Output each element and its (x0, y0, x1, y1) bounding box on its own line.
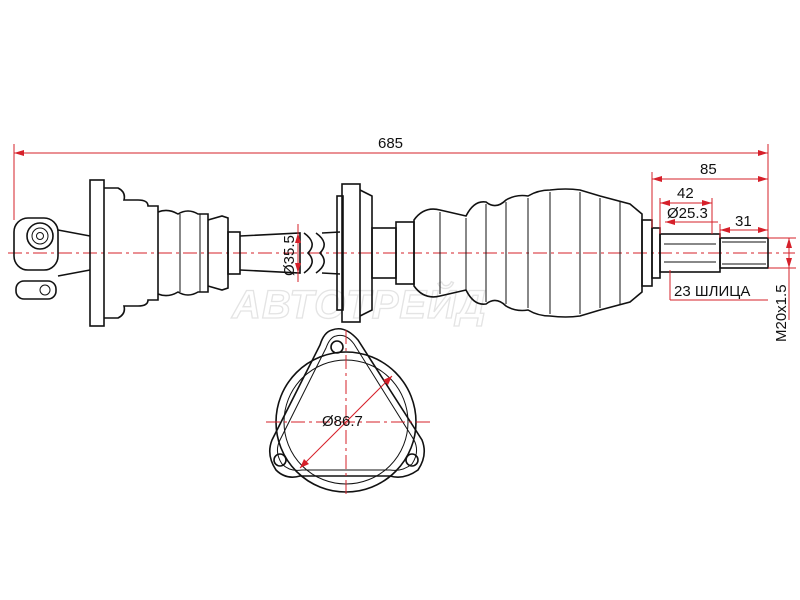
shaft-diameter-label: Ø35.5 (281, 235, 298, 276)
thread-label: M20x1.5 (773, 284, 790, 342)
dimension-overall-length: 685 (13, 135, 769, 238)
spline-diameter-label: Ø25.3 (667, 205, 708, 222)
inner-boot (89, 179, 241, 327)
center-bearing-flange (336, 183, 397, 323)
thread-length-label: 31 (735, 213, 752, 230)
dimension-spline-diameter: Ø25.3 (665, 205, 718, 225)
outer-length-label: 85 (700, 161, 717, 178)
dimension-outer-length: 85 (651, 161, 768, 228)
spline-length-label: 42 (677, 185, 694, 202)
dimension-thread: M20x1.5 (768, 237, 796, 342)
dimension-spline-length: 42 (659, 185, 713, 234)
flange-plate: Ø86.7 (266, 327, 430, 498)
watermark-logo: АВТОТРЕЙД (231, 280, 487, 327)
outer-boot (395, 188, 643, 318)
outer-cv-stub (641, 219, 769, 287)
overall-length-label: 685 (378, 135, 403, 152)
dimension-spline-count: 23 ШЛИЦА (669, 270, 768, 301)
dimension-thread-length: 31 (719, 213, 768, 238)
flange-diameter-label: Ø86.7 (322, 413, 363, 430)
dimension-shaft-diameter: Ø35.5 (281, 224, 301, 282)
inner-tulip-joint (13, 217, 91, 300)
spline-count-label: 23 ШЛИЦА (674, 283, 750, 300)
